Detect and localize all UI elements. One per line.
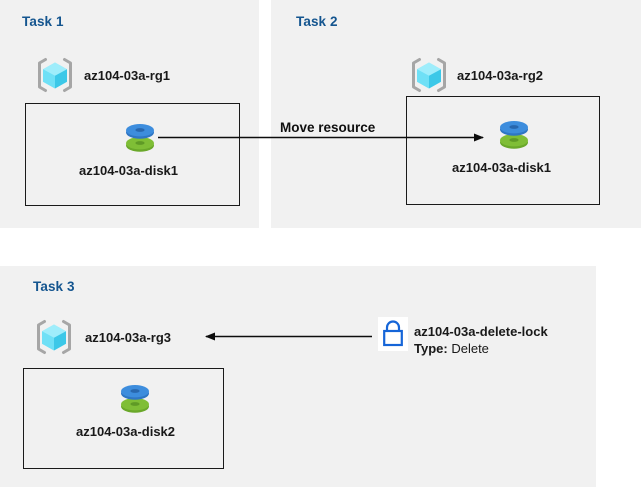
lock-icon — [378, 317, 408, 351]
managed-disk-icon — [495, 113, 533, 153]
move-resource-label: Move resource — [280, 120, 376, 135]
task-3-resource-group-label: az104-03a-rg3 — [85, 330, 171, 345]
task-2-resource-box — [406, 96, 600, 205]
lock-type-key: Type: — [414, 341, 452, 356]
task-2-title: Task 2 — [296, 14, 338, 29]
task-3-resource-label: az104-03a-disk2 — [76, 424, 176, 439]
resource-group-icon — [408, 56, 450, 94]
managed-disk-icon — [116, 377, 154, 417]
resource-group-icon — [33, 318, 75, 356]
lock-name-label: az104-03a-delete-lock — [414, 324, 548, 339]
task-1-resource-label: az104-03a-disk1 — [79, 163, 179, 178]
lock-type-label: Type: Delete — [414, 341, 489, 356]
resource-group-icon — [34, 56, 76, 94]
task-3-resource-box — [23, 368, 224, 469]
lock-type-value: Delete — [451, 341, 489, 356]
task-2-resource-label: az104-03a-disk1 — [452, 160, 552, 175]
task-2-resource-group-label: az104-03a-rg2 — [457, 68, 543, 83]
task-1-resource-box — [25, 103, 240, 206]
task-1-title: Task 1 — [22, 14, 64, 29]
task-1-resource-group-label: az104-03a-rg1 — [84, 68, 170, 83]
managed-disk-icon — [121, 116, 159, 156]
task-3-title: Task 3 — [33, 279, 75, 294]
